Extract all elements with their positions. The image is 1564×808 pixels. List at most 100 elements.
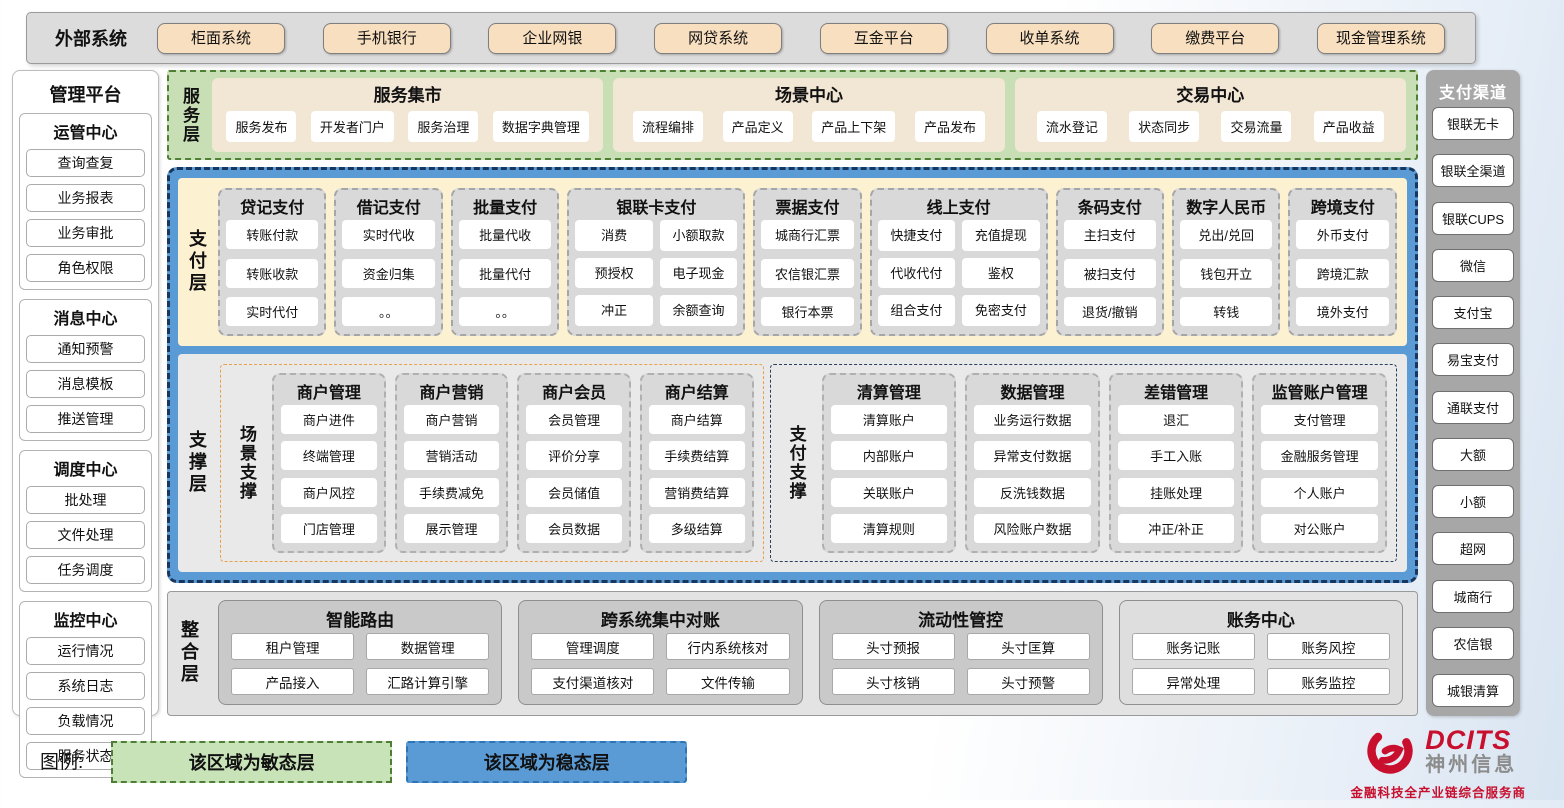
external-system-node: 网贷系统 <box>654 22 783 54</box>
group-items: 流水登记状态同步交易流量产品收益 <box>1023 106 1398 146</box>
management-platform-panel: 管理平台 运管中心 查询查复业务报表业务审批角色权限 消息中心 通知预警消息模板… <box>12 70 159 778</box>
diagram-node: 清算账户 <box>830 405 948 434</box>
diagram-node: 转账收款 <box>226 258 319 288</box>
group-title: 跨系统集中对账 <box>600 611 720 630</box>
error-mgmt-column: 差错管理 退汇手工入账挂账处理冲正/补正 <box>1108 373 1244 553</box>
payment-channel-node: 微信 <box>1432 248 1514 282</box>
column-title: 差错管理 <box>1144 385 1209 402</box>
column-title: 商户营销 <box>419 385 484 402</box>
payment-support-section: 支付支撑 清算管理 清算账户内部账户关联账户清算规则 数据管理 业务运行数据异常… <box>769 364 1397 562</box>
merchant-settlement-column: 商户结算 商户结算手续费结算营销费结算多级结算 <box>639 373 754 553</box>
diagram-node: 冲正 <box>575 295 653 326</box>
diagram-node: 流程编排 <box>632 110 703 142</box>
diagram-node: 业务运行数据 <box>974 405 1091 434</box>
payment-channel-node: 城商行 <box>1432 579 1514 613</box>
column-items: 兑出/兑回钱包开立转钱 <box>1180 220 1273 326</box>
column-items: 主扫支付被扫支付退货/撤销 <box>1063 220 1156 326</box>
payment-channel-node: 支付宝 <box>1432 296 1514 329</box>
diagram-node: 外币支付 <box>1296 220 1389 249</box>
logo-brand-text: DCITS <box>1425 725 1512 756</box>
diagram-node: 产品接入 <box>231 668 355 695</box>
dcits-swirl-icon <box>1367 728 1413 774</box>
scene-support-section: 场景支撑 商户管理 商户进件终端管理商户风控门店管理 商户营销 商户营销营销活动… <box>220 364 764 562</box>
column-items: 转账付款转账收款实时代付 <box>226 220 319 326</box>
diagram-node: 批处理 <box>26 486 145 514</box>
diagram-node: 查询查复 <box>26 149 145 177</box>
diagram-node: 。。 <box>458 297 552 326</box>
diagram-node: 批量代付 <box>458 258 552 288</box>
group-title: 消息中心 <box>53 311 118 328</box>
group-title: 场景中心 <box>774 86 843 105</box>
diagram-node: 内部账户 <box>830 441 948 471</box>
diagram-node: 业务审批 <box>26 219 145 247</box>
external-system-node: 柜面系统 <box>157 22 285 54</box>
diagram-node: 支付渠道核对 <box>531 668 655 695</box>
payment-channel-node: 银联CUPS <box>1432 201 1514 235</box>
cross-system-recon-group: 跨系统集中对账 管理调度行内系统核对支付渠道核对文件传输 <box>518 600 803 705</box>
diagram-node: 资金归集 <box>342 258 435 288</box>
logo-name-text: 神州信息 <box>1425 753 1518 776</box>
service-layer: 服务层 服务集市 服务发布开发者门户服务治理数据字典管理 场景中心 流程编排产品… <box>167 70 1418 160</box>
diagram-node: 通知预警 <box>26 335 145 363</box>
diagram-node: 营销费结算 <box>648 477 745 507</box>
diagram-node: 手工入账 <box>1117 441 1235 471</box>
group-items: 流程编排产品定义产品上下架产品发布 <box>621 106 996 146</box>
group-title: 调度中心 <box>53 462 118 479</box>
diagram-node: 商户风控 <box>281 477 377 507</box>
merchant-member-column: 商户会员 会员管理评价分享会员储值会员数据 <box>517 373 631 553</box>
column-title: 借记支付 <box>356 200 421 217</box>
diagram-node: 业务报表 <box>26 184 145 212</box>
management-platform-title: 管理平台 <box>49 85 122 105</box>
group-title: 交易中心 <box>1176 86 1245 105</box>
logo-tagline-text: 金融科技全产业链综合服务商 <box>1350 786 1526 800</box>
online-payment-column: 线上支付 快捷支付充值提现代收代付鉴权组合支付免密支付 <box>869 188 1048 336</box>
column-items: 批量代收批量代付。。 <box>458 220 552 326</box>
external-system-node: 缴费平台 <box>1151 22 1280 54</box>
group-title: 运管中心 <box>53 125 118 142</box>
merchant-marketing-column: 商户营销 商户营销营销活动手续费减免展示管理 <box>394 373 509 553</box>
diagram-node: 电子现金 <box>659 257 738 289</box>
diagram-node: 清算规则 <box>830 513 948 543</box>
regulatory-account-column: 监管账户管理 支付管理金融服务管理个人账户对公账户 <box>1252 373 1387 553</box>
column-title: 批量支付 <box>473 200 538 217</box>
diagram-node: 银行本票 <box>761 297 854 326</box>
diagram-node: 手续费结算 <box>648 441 745 471</box>
column-title: 商户会员 <box>542 385 607 402</box>
diagram-node: 终端管理 <box>281 441 377 471</box>
diagram-node: 挂账处理 <box>1117 477 1235 507</box>
diagram-node: 角色权限 <box>26 254 145 282</box>
diagram-node: 头寸匡算 <box>966 633 1090 660</box>
diagram-node: 关联账户 <box>830 477 948 507</box>
accounting-center-group: 账务中心 账务记账账务风控异常处理账务监控 <box>1118 600 1403 705</box>
credit-payment-column: 贷记支付 转账付款转账收款实时代付 <box>218 188 327 336</box>
diagram-node: 境外支付 <box>1296 297 1389 326</box>
column-items: 快捷支付充值提现代收代付鉴权组合支付免密支付 <box>877 220 1040 326</box>
diagram-node: 钱包开立 <box>1180 258 1273 288</box>
group-title: 流动性管控 <box>918 611 1004 630</box>
integration-layer: 整合层 智能路由 租户管理数据管理产品接入汇路计算引擎 跨系统集中对账 管理调度… <box>167 591 1418 716</box>
group-items: 服务发布开发者门户服务治理数据字典管理 <box>220 106 595 146</box>
external-systems-label: 外部系统 <box>55 29 127 49</box>
message-center-group: 消息中心 通知预警消息模板推送管理 <box>19 299 152 441</box>
bill-payment-column: 票据支付 城商行汇票农信银汇票银行本票 <box>753 188 862 336</box>
column-items: 清算账户内部账户关联账户清算规则 <box>830 405 948 543</box>
diagram-node: 交易流量 <box>1221 110 1292 142</box>
diagram-node: 充值提现 <box>962 220 1040 251</box>
main-row: 管理平台 运管中心 查询查复业务报表业务审批角色权限 消息中心 通知预警消息模板… <box>10 70 1554 778</box>
service-layer-label: 服务层 <box>180 86 199 144</box>
payment-channel-node: 小额 <box>1432 485 1514 518</box>
group-items: 批处理文件处理任务调度 <box>26 486 145 584</box>
diagram-node: 实时代付 <box>226 297 319 326</box>
diagram-node: 实时代收 <box>342 220 435 249</box>
column-title: 清算管理 <box>856 385 921 402</box>
group-title: 监控中心 <box>53 613 118 630</box>
group-title: 账务中心 <box>1226 611 1295 630</box>
diagram-node: 手续费减免 <box>403 477 500 507</box>
diagram-node: 文件处理 <box>26 521 145 549</box>
smart-routing-group: 智能路由 租户管理数据管理产品接入汇路计算引擎 <box>218 600 503 705</box>
diagram-node: 头寸核销 <box>831 668 955 695</box>
diagram-node: 账务记账 <box>1131 633 1255 660</box>
trade-center-group: 交易中心 流水登记状态同步交易流量产品收益 <box>1014 78 1406 152</box>
stable-layer-container: 支付层 贷记支付 转账付款转账收款实时代付 借记支付 实时代收资金归集。。 <box>167 167 1418 583</box>
barcode-payment-column: 条码支付 主扫支付被扫支付退货/撤销 <box>1055 188 1164 336</box>
